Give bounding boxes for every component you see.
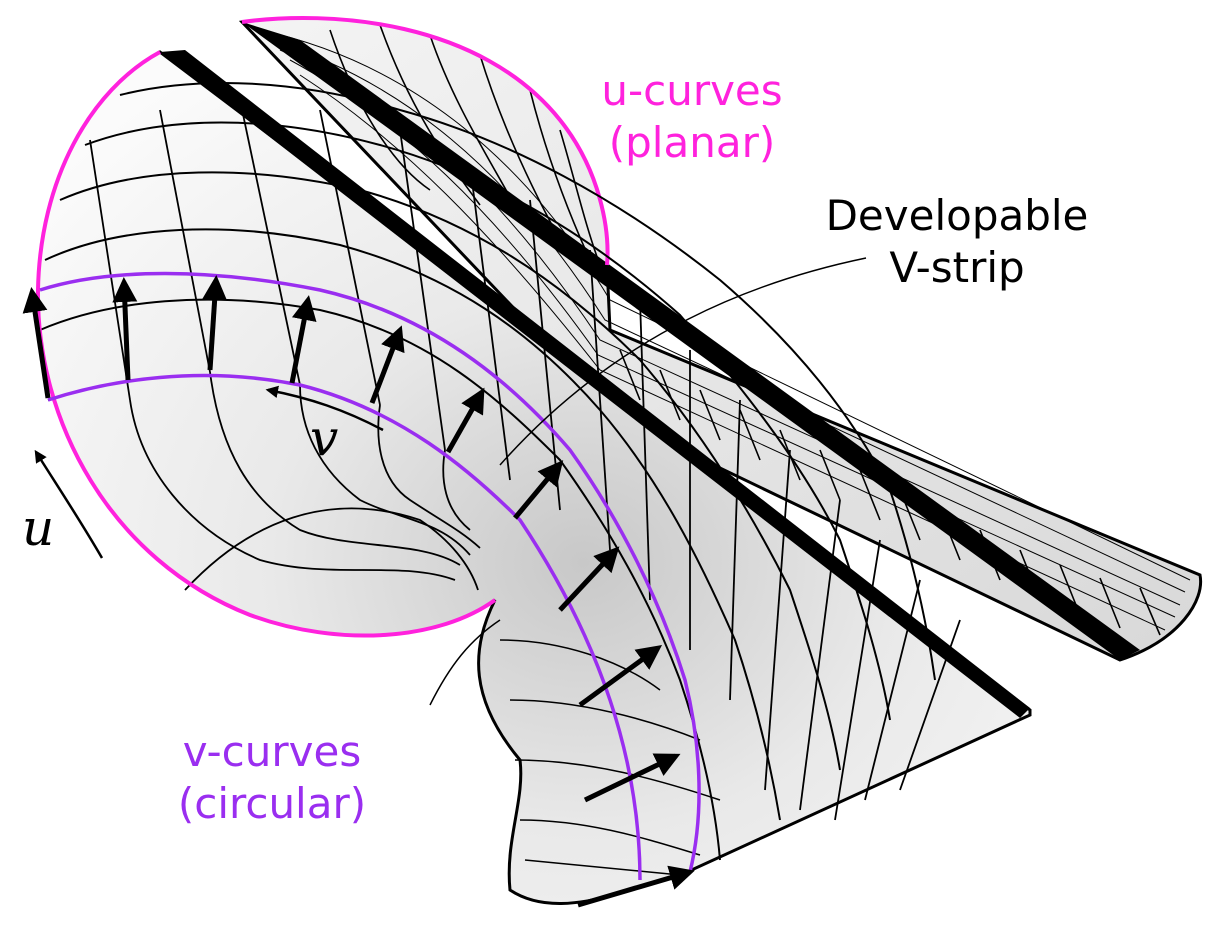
- v-curves-label-line2: (circular): [178, 779, 366, 828]
- developable-label-line1: Developable: [826, 191, 1089, 240]
- main-u-curve: [35, 50, 497, 638]
- funnel-throat-rulings: [129, 371, 481, 591]
- u-curves-label-line2: (planar): [609, 118, 775, 167]
- direction-arrows: [22, 275, 695, 908]
- u-direction-arrow: [34, 449, 104, 559]
- u-curves-label-line1: u-curves: [601, 66, 782, 115]
- upper-strip: [238, 15, 1203, 662]
- arrow: [577, 865, 695, 908]
- arrow: [578, 645, 663, 708]
- arrow: [513, 460, 564, 520]
- arrow: [289, 295, 317, 384]
- v-direction-arrow: [265, 385, 384, 432]
- u-parameter-label: u: [22, 499, 54, 557]
- arrow: [445, 387, 485, 454]
- funnel-dark-edge: [160, 50, 1030, 718]
- arrow: [202, 275, 228, 371]
- arrow: [112, 277, 138, 381]
- upper-u-curve: [241, 15, 610, 266]
- funnel-surface: [35, 50, 1032, 905]
- v-parameter-label: v: [310, 409, 338, 467]
- arrow: [369, 325, 405, 404]
- v-curve-1: [47, 373, 642, 881]
- arrow: [22, 287, 51, 399]
- v-curves-label-line1: v-curves: [183, 727, 361, 776]
- developable-leader-line: [499, 257, 867, 466]
- throat-leader-line: [429, 619, 501, 706]
- upper-strip-dark-edge: [242, 22, 1140, 660]
- developable-label-line2: V-strip: [889, 243, 1024, 292]
- arrow: [558, 546, 620, 612]
- arrow: [583, 753, 681, 803]
- funnel-radial-lines: [89, 99, 961, 821]
